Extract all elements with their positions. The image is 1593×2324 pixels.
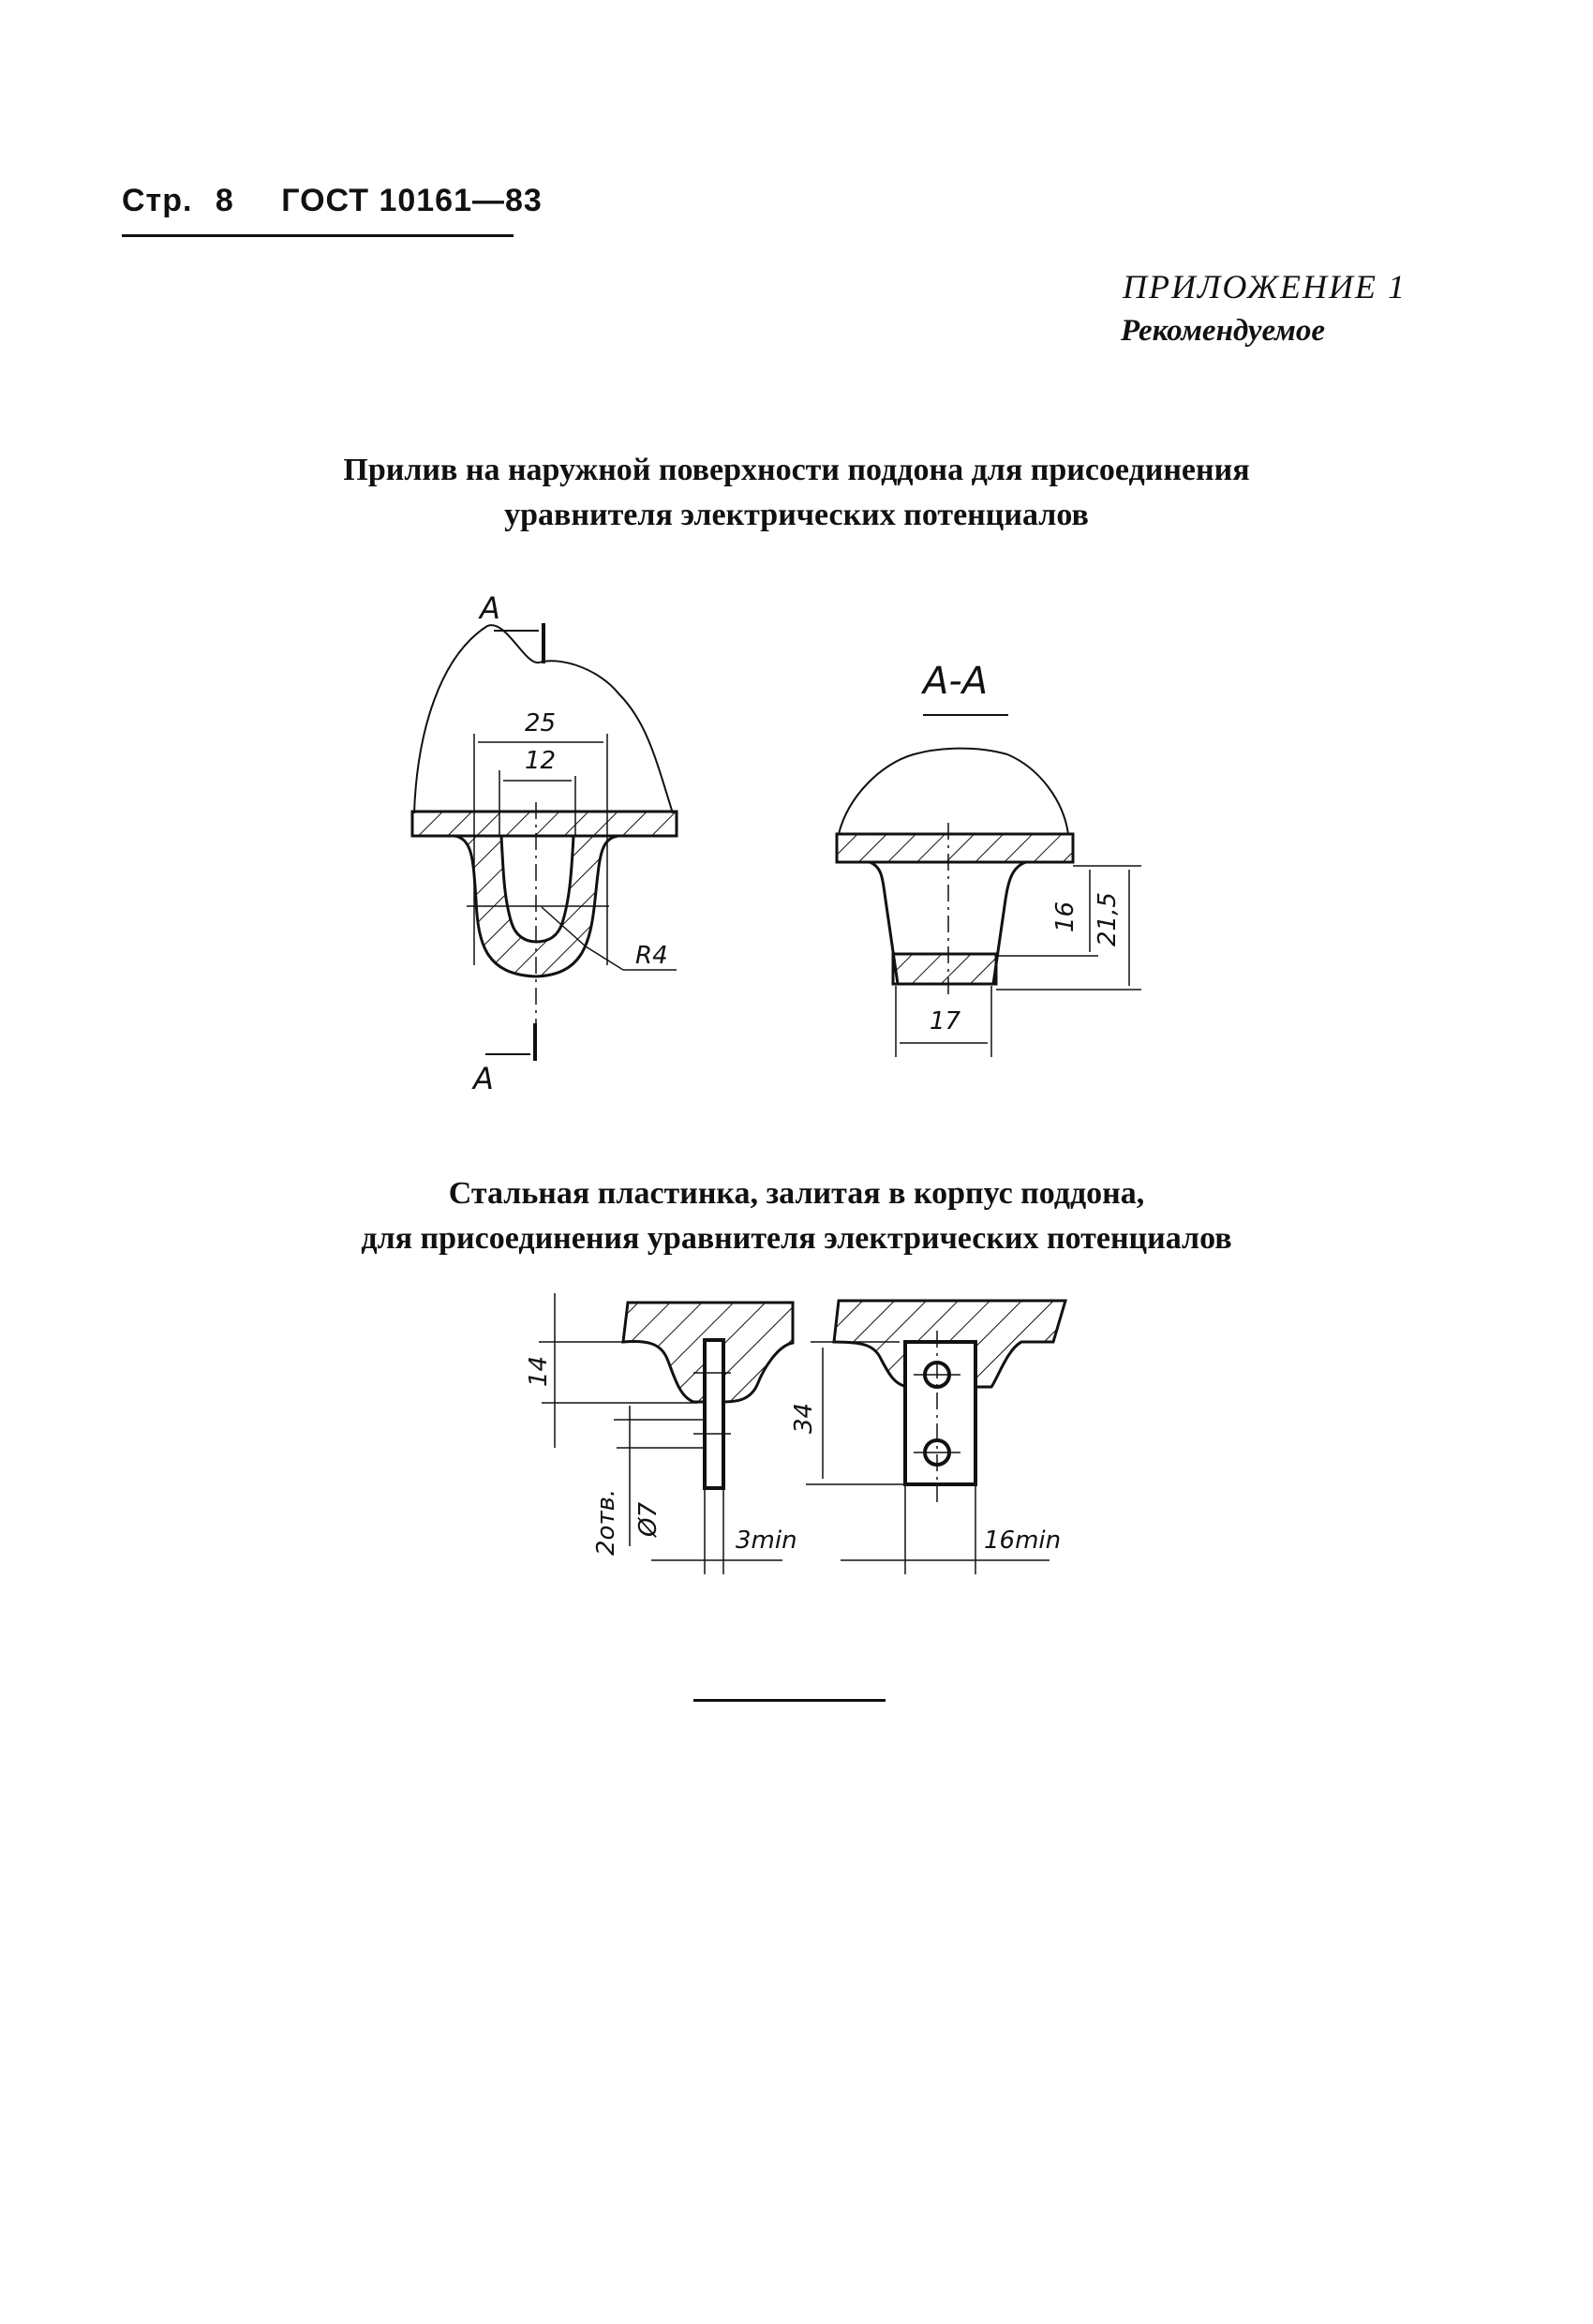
dim-hole-diameter: Ø7 [634, 1502, 663, 1538]
dim-25: 25 [525, 709, 556, 737]
plate-front-view: 34 16min [790, 1299, 1068, 1574]
figure1-title-line1: Прилив на наружной поверхности поддона д… [343, 453, 1250, 487]
closing-separator [693, 1699, 886, 1702]
figure2-title-line1: Стальная пластинка, залитая в корпус под… [448, 1176, 1145, 1211]
figure2-title: Стальная пластинка, залитая в корпус под… [234, 1171, 1359, 1261]
dim-16min: 16min [984, 1527, 1061, 1555]
dim-17: 17 [930, 1007, 961, 1035]
figure1-drawing: 25 12 R4 А А А-А 16 21 [410, 590, 1141, 1096]
dim-3min: 3min [736, 1527, 797, 1555]
figure2-title-line2: для присоединения уравнителя электрическ… [361, 1221, 1232, 1256]
section-label: А-А [920, 660, 988, 703]
dim-12: 12 [525, 747, 556, 775]
dim-14: 14 [525, 1356, 553, 1387]
page-header: Стр. 8 ГОСТ 10161—83 [122, 183, 543, 219]
section-view: А-А 16 21,5 17 [835, 660, 1141, 1057]
dim-34: 34 [790, 1403, 818, 1434]
front-view: 25 12 R4 А А [410, 590, 678, 1096]
header-underline [122, 234, 514, 237]
section-mark-bottom: А [471, 1061, 494, 1096]
page-label: Стр. [122, 183, 193, 218]
figure2-drawing: 14 2отв. Ø7 3min 34 16min [525, 1293, 1068, 1574]
dim-21-5: 21,5 [1094, 892, 1122, 946]
dim-16: 16 [1051, 901, 1079, 932]
standard-number: ГОСТ 10161—83 [281, 183, 543, 218]
dim-hole-spec: 2отв. [592, 1489, 620, 1556]
appendix-subtitle: Рекомендуемое [1121, 314, 1326, 348]
page-number: 8 [215, 183, 234, 218]
dim-r4: R4 [635, 942, 668, 970]
section-mark-top: А [478, 590, 500, 626]
figure1-title-line2: уравнителя электрических потенциалов [504, 498, 1089, 532]
appendix-title: ПРИЛОЖЕНИЕ 1 [1123, 268, 1407, 305]
figure1-title: Прилив на наружной поверхности поддона д… [234, 448, 1359, 538]
plate-side-view: 14 2отв. Ø7 3min [525, 1293, 797, 1574]
